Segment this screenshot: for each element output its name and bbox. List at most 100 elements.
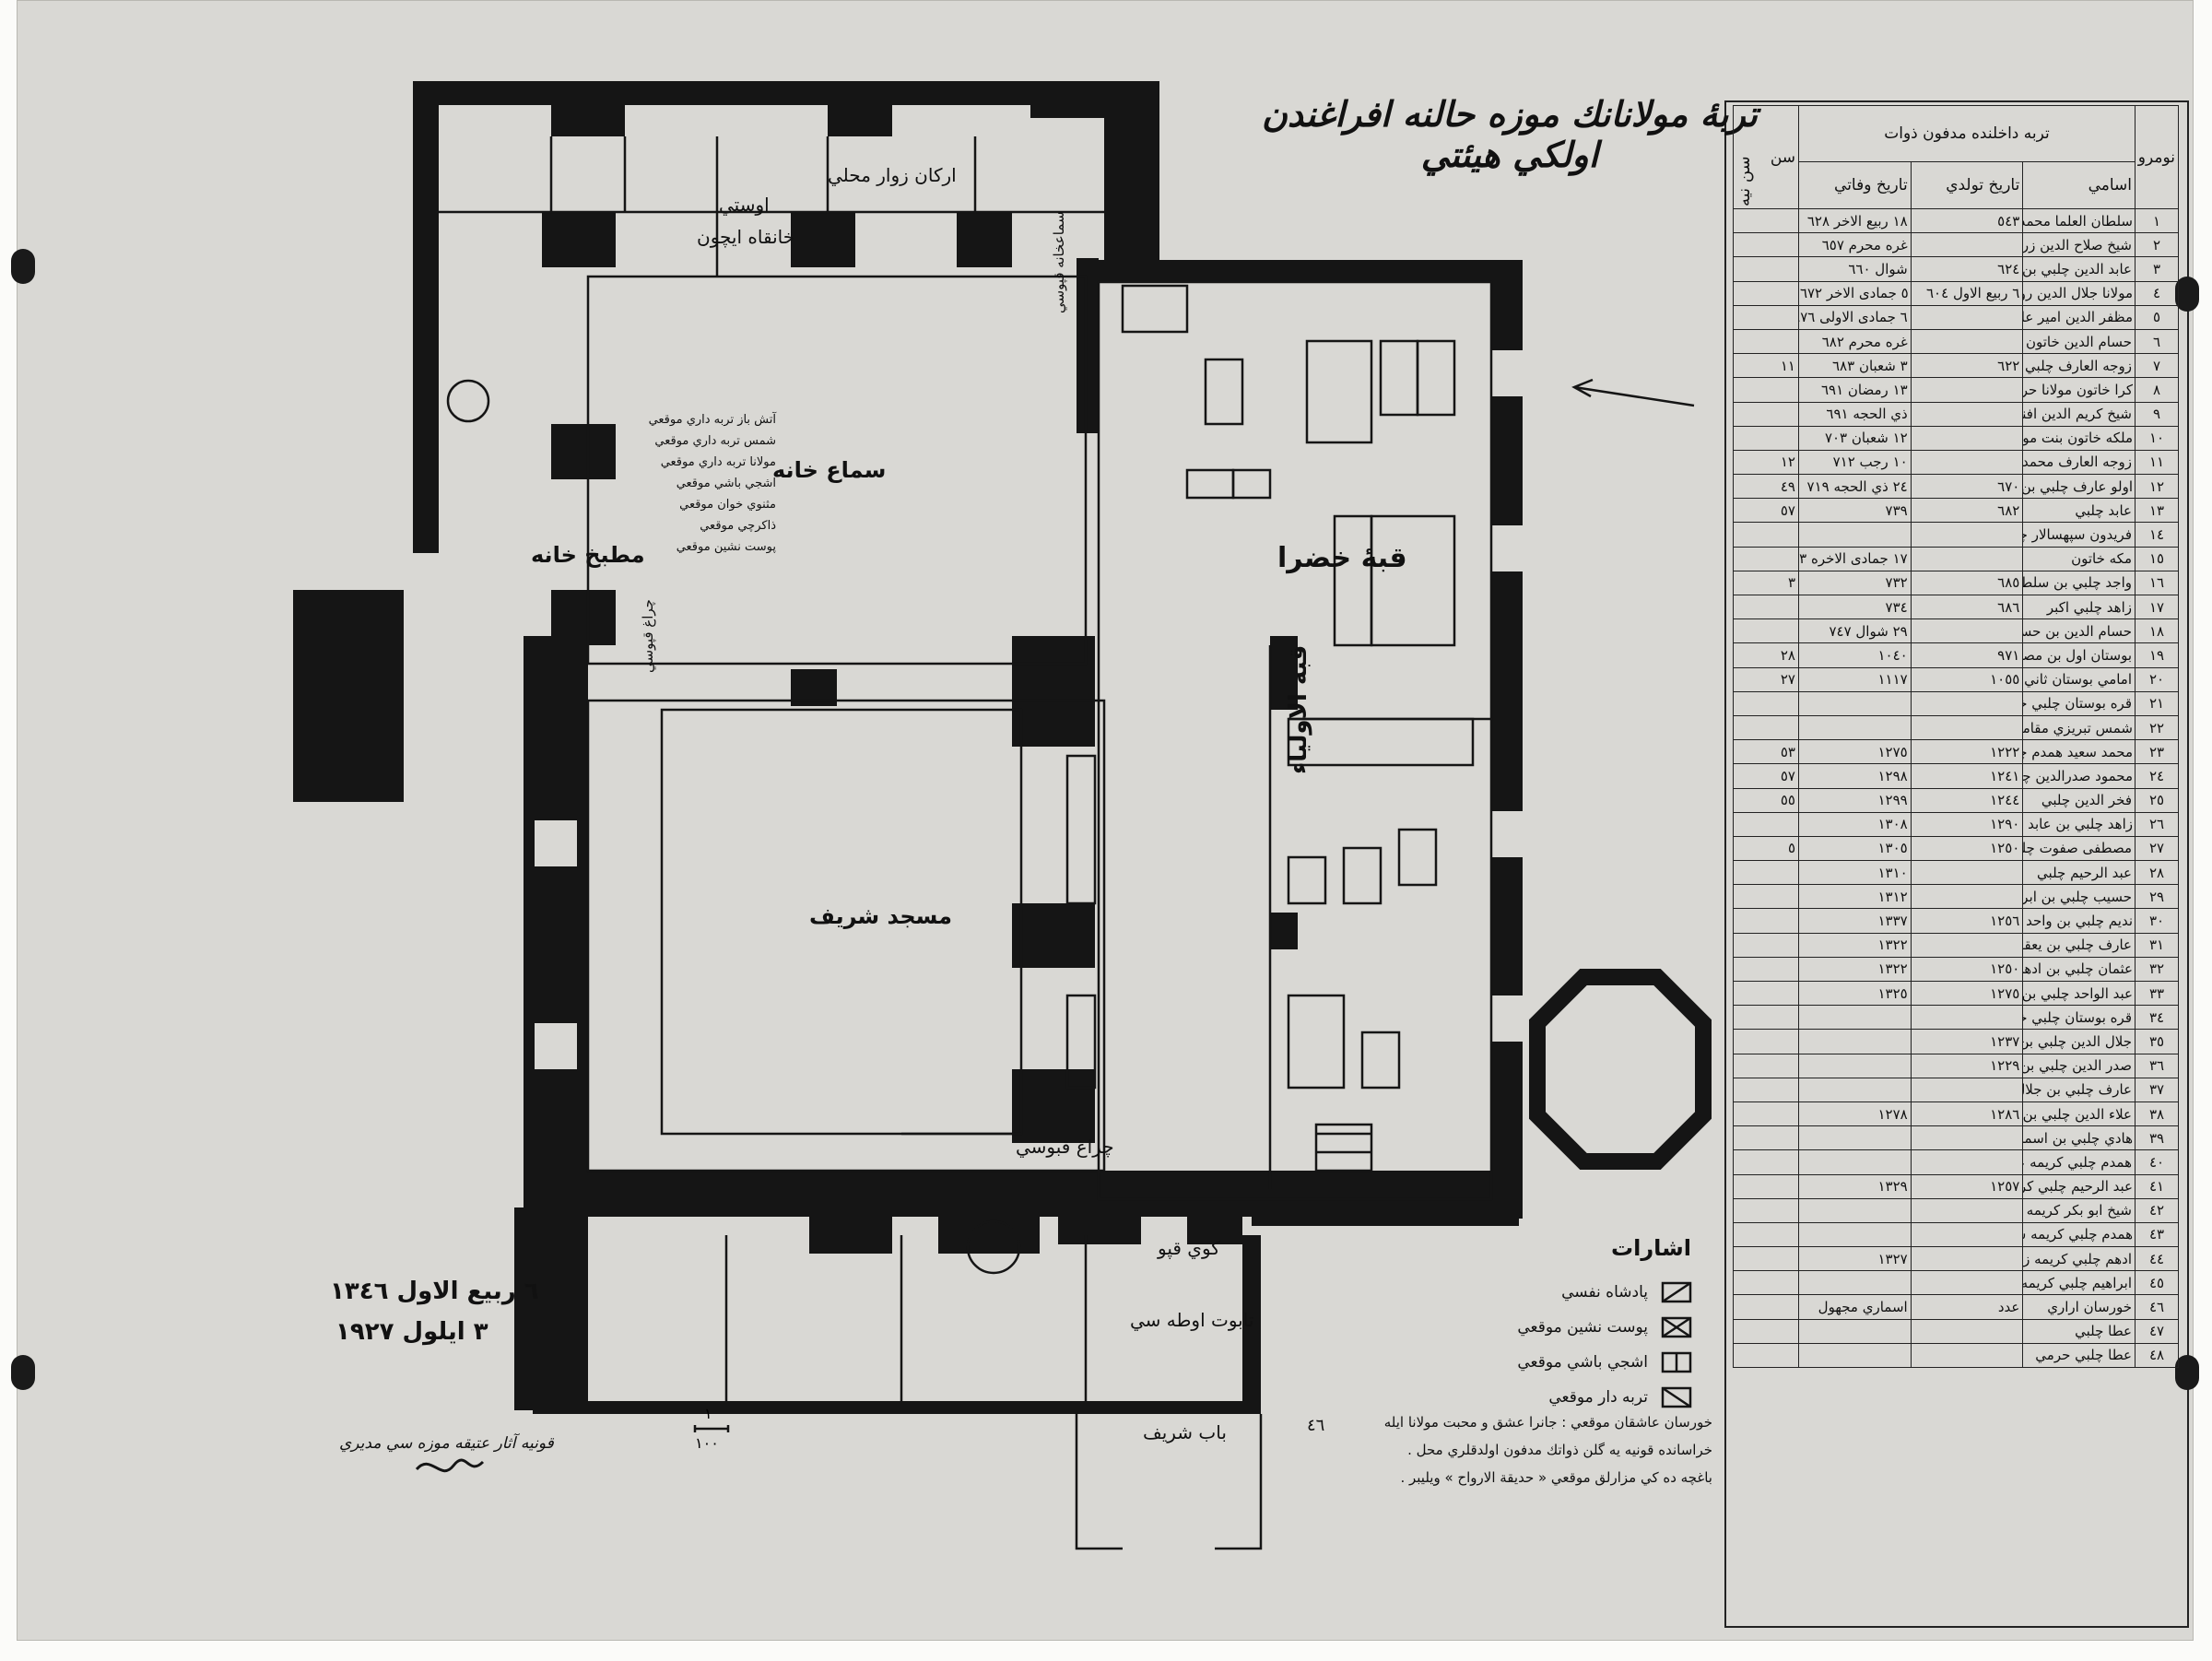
burial-register: سن نيه نومرو تربه داخلنده مدفون ذوات سن … <box>1733 105 2179 1624</box>
row-birth: ٦٢٤ <box>1910 256 2024 282</box>
row-birth: عدد <box>1910 1294 2024 1320</box>
row-death: ٧٣٤ <box>1798 594 1912 620</box>
row-age <box>1733 884 1799 910</box>
row-age <box>1733 1197 1799 1223</box>
row-age <box>1733 1053 1799 1078</box>
row-name: فخر الدين چلبي <box>2022 787 2136 813</box>
row-birth <box>1910 884 2024 910</box>
row-death <box>1798 1342 1912 1369</box>
row-number: ٢ <box>2135 232 2179 258</box>
row-birth <box>1910 932 2024 958</box>
row-number: ٣٢ <box>2135 956 2179 983</box>
row-age <box>1733 932 1799 958</box>
row-death: ١٣١٢ <box>1798 884 1912 910</box>
row-death <box>1798 1270 1912 1296</box>
room-label-semahane: سماع خانه <box>772 457 887 483</box>
row-death: ٦ جمادى الاولى ٦٧٦ <box>1798 304 1912 330</box>
row-name: حسام الدين خاتون هيبت <box>2022 328 2136 355</box>
row-number: ١٧ <box>2135 594 2179 620</box>
punch-hole <box>2175 1355 2199 1390</box>
row-number: ٣٧ <box>2135 1077 2179 1102</box>
row-number: ٤٣ <box>2135 1221 2179 1248</box>
row-birth <box>1910 1342 2024 1369</box>
row-number: ٧ <box>2135 353 2179 379</box>
row-death <box>1798 1221 1912 1248</box>
row-name: محمد سعيد همدم چلبي <box>2022 739 2136 765</box>
row-name: شيخ صلاح الدين زركوب قونوي <box>2022 232 2136 258</box>
musician-label: ذاكرچي موقعي <box>700 519 776 533</box>
row-death: ١٢٩٩ <box>1798 787 1912 813</box>
row-birth: ٥٤٣ <box>1910 207 2024 234</box>
row-number: ٢٢ <box>2135 714 2179 741</box>
row-birth: ٦٨٢ <box>1910 498 2024 524</box>
row-name: عارف چلبي بن جلال الدين <box>2022 1077 2136 1102</box>
row-number: ٤٨ <box>2135 1342 2179 1369</box>
room-label-cerag: چراغ قبوسي <box>1016 1136 1114 1158</box>
row-number: ٩ <box>2135 401 2179 427</box>
row-age <box>1733 811 1799 837</box>
row-number: ٣١ <box>2135 932 2179 958</box>
row-name: حسام الدين بن حسام الدين <box>2022 618 2136 644</box>
row-number: ٢٦ <box>2135 811 2179 837</box>
row-birth <box>1910 1318 2024 1344</box>
row-name: همدم چلبي كريمه شرف خانم <box>2022 1221 2136 1248</box>
row-age: ١١ <box>1733 353 1799 379</box>
row-birth <box>1910 449 2024 476</box>
row-name: سلطان العلما محمد بهاء الدين <box>2022 207 2136 234</box>
row-birth <box>1910 1270 2024 1296</box>
row-number: ٤٢ <box>2135 1197 2179 1223</box>
room-label-cerag-left: چراغ قپوسي <box>640 599 656 673</box>
row-number: ١٣ <box>2135 498 2179 524</box>
punch-hole <box>11 249 35 284</box>
row-age <box>1733 522 1799 548</box>
row-birth: ٦٢٢ <box>1910 353 2024 379</box>
row-death: ١٨ ربيع الاخر ٦٢٨ <box>1798 207 1912 234</box>
row-birth <box>1910 1197 2024 1223</box>
row-number: ١٨ <box>2135 618 2179 644</box>
row-number: ٢٤ <box>2135 763 2179 789</box>
row-birth <box>1910 546 2024 571</box>
row-birth <box>1910 1149 2024 1175</box>
row-number: ١٥ <box>2135 546 2179 571</box>
row-number: ١١ <box>2135 449 2179 476</box>
row-number: ٤ <box>2135 280 2179 306</box>
row-number: ٤٤ <box>2135 1246 2179 1272</box>
row-age <box>1733 1005 1799 1031</box>
row-age <box>1733 690 1799 716</box>
row-number: ٦ <box>2135 328 2179 355</box>
row-death <box>1798 1125 1912 1151</box>
row-birth <box>1910 860 2024 886</box>
row-death <box>1798 1053 1912 1078</box>
row-age <box>1733 207 1799 234</box>
row-name: زاهد چلبي بن عابد چلبي <box>2022 811 2136 837</box>
row-death <box>1798 1197 1912 1223</box>
row-age <box>1733 956 1799 983</box>
row-age <box>1733 1246 1799 1272</box>
legend-title: اشارات <box>1611 1235 1691 1261</box>
row-birth <box>1910 377 2024 403</box>
row-age: ٥٧ <box>1733 498 1799 524</box>
row-age <box>1733 304 1799 330</box>
row-death: اسماري مجهول <box>1798 1294 1912 1320</box>
row-death: ٧٣٢ <box>1798 570 1912 596</box>
row-name: شمس تبريزي مقامي <box>2022 714 2136 741</box>
row-age <box>1733 1029 1799 1054</box>
row-age <box>1733 425 1799 451</box>
date-hijri: ٦ ربيع الاول ١٣٤٦ <box>330 1278 539 1305</box>
row-name: نديم چلبي بن واحد چلبي <box>2022 908 2136 934</box>
row-number: ٣٣ <box>2135 980 2179 1007</box>
row-death: ١٧ جمادى الاخره ٧٣ <box>1798 546 1912 571</box>
